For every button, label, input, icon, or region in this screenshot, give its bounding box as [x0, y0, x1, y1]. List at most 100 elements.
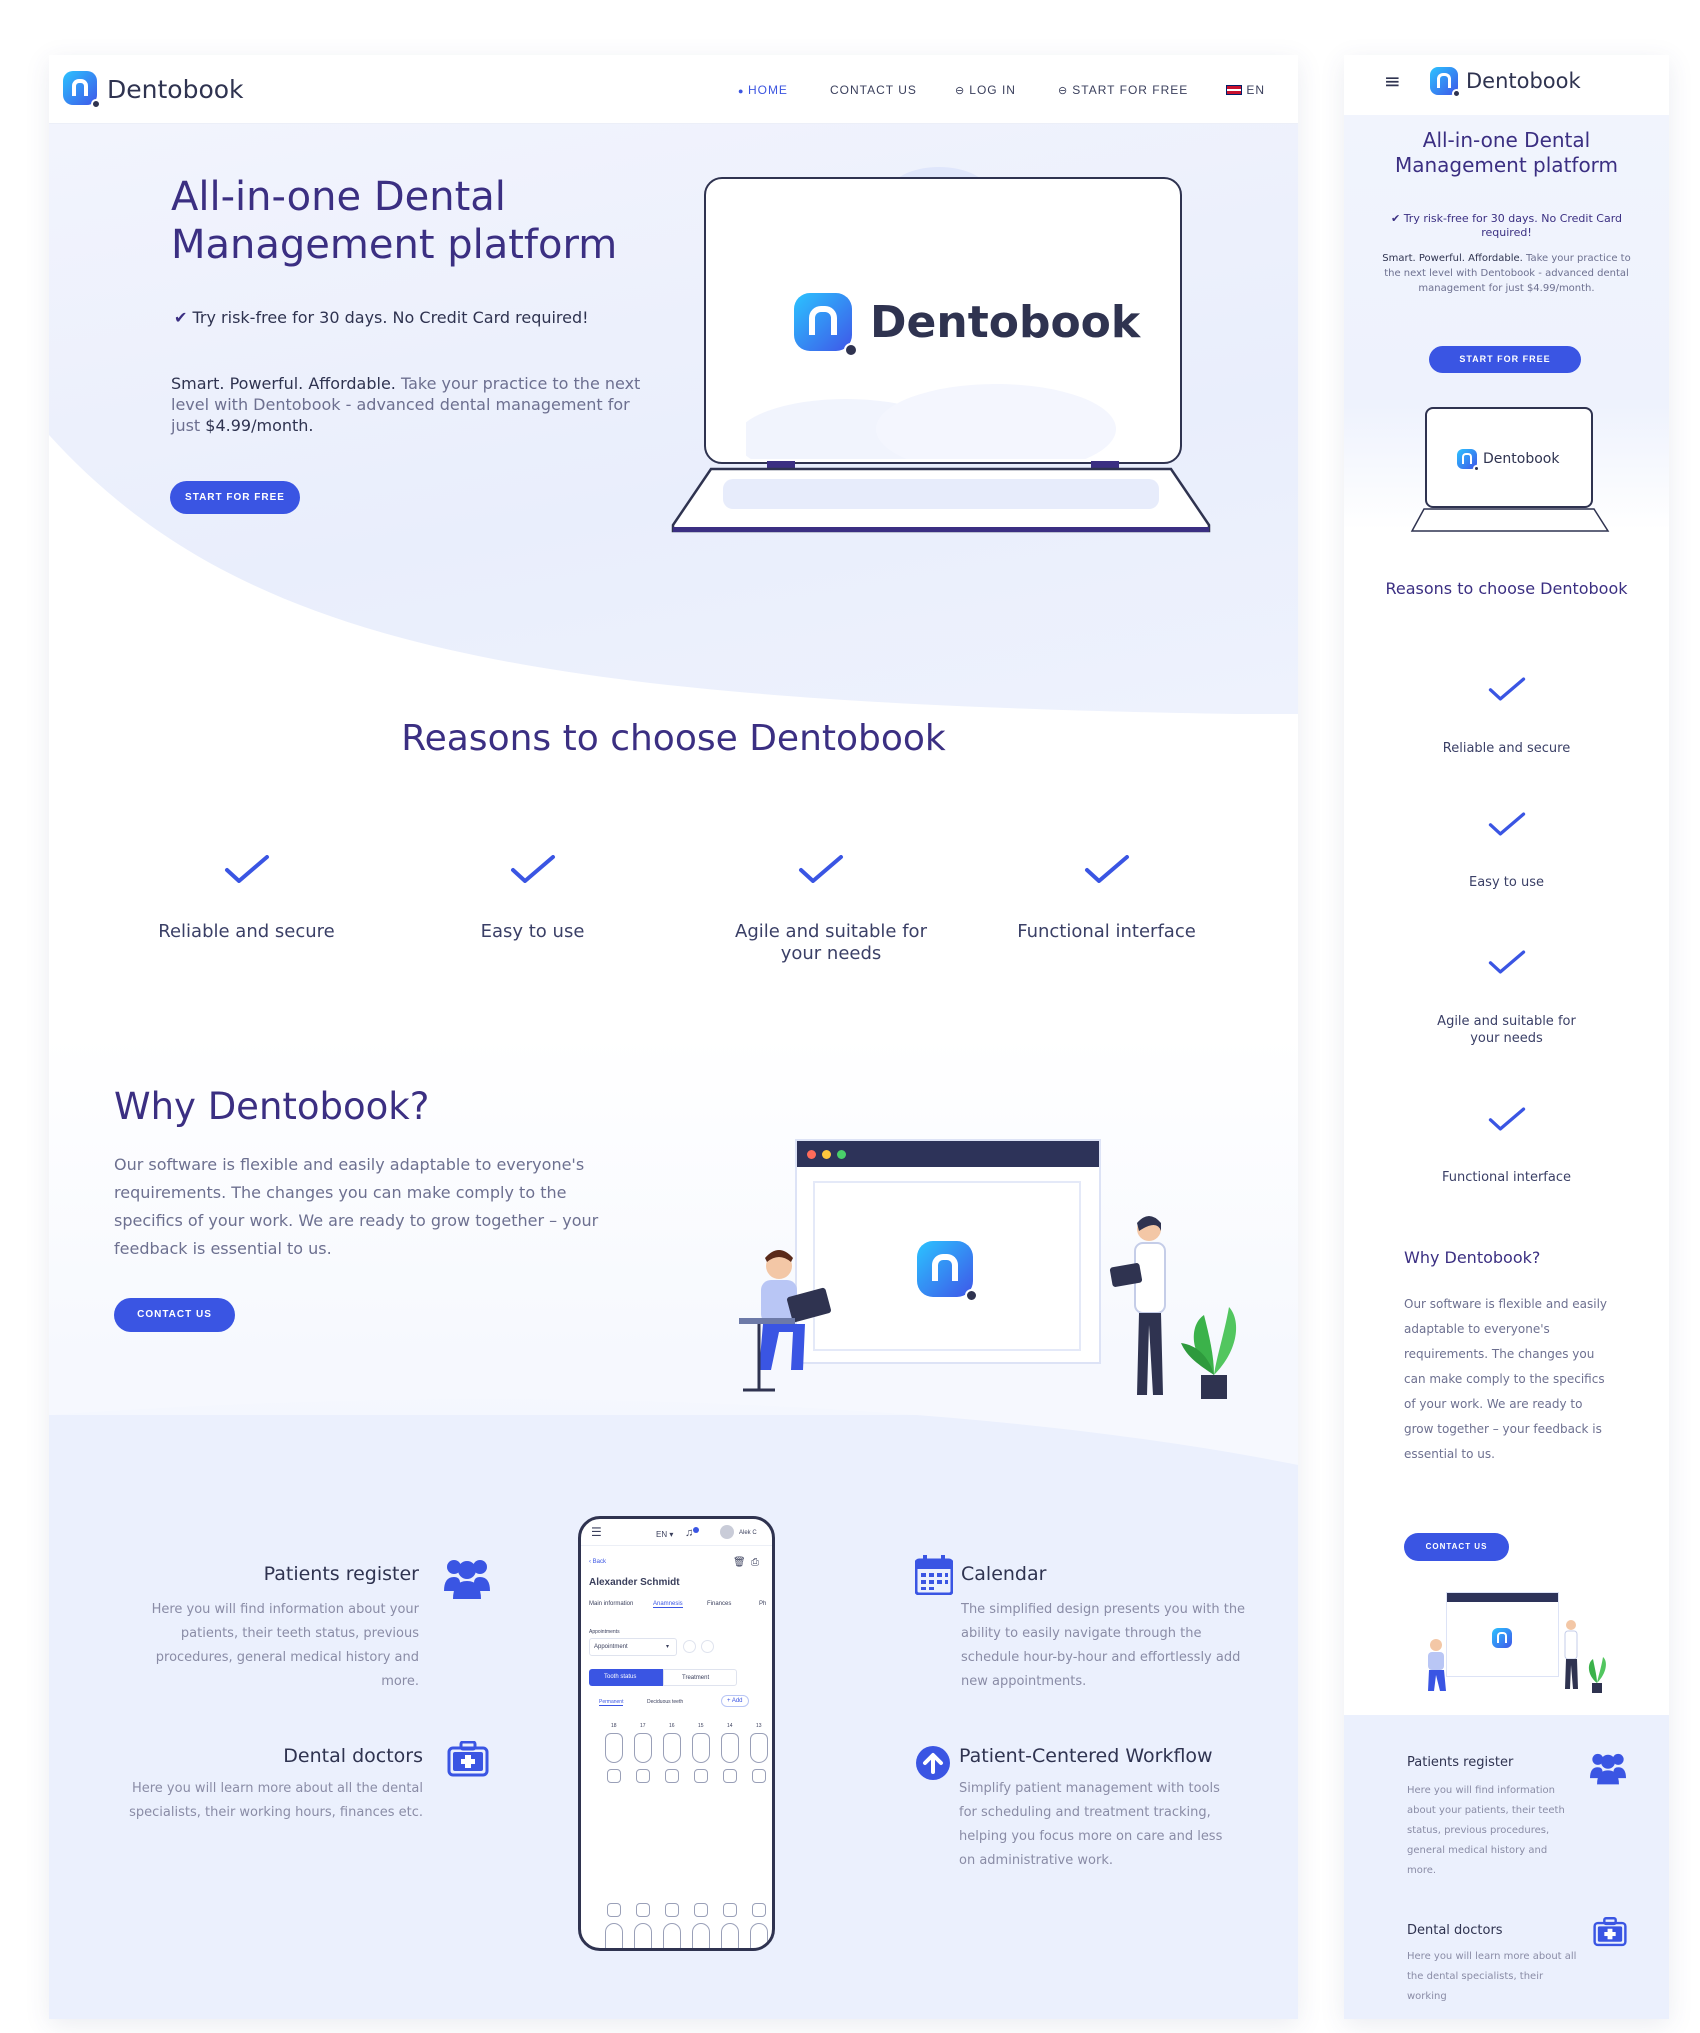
nav-home[interactable]: ● HOME [738, 83, 788, 97]
check-icon [1488, 677, 1526, 701]
phone-patient-name: Alexander Schmidt [589, 1577, 680, 1588]
mobile-laptop-screen: Dentobook [1425, 407, 1593, 508]
phone-avatar[interactable] [720, 1525, 734, 1539]
tooth-chart-tooth[interactable] [663, 1923, 681, 1948]
bullet-icon: ● [738, 86, 748, 96]
app-window-illustration [795, 1139, 1101, 1364]
mobile-logo-icon[interactable] [1430, 67, 1461, 98]
reason-agile: Agile and suitable for your needs [735, 921, 927, 964]
tooth-surface-cell[interactable] [752, 1769, 766, 1783]
check-icon [1488, 812, 1526, 836]
tooth-surface-cell[interactable] [636, 1769, 650, 1783]
check-icon [225, 855, 269, 883]
mobile-laptop-logo-icon [1457, 449, 1480, 472]
mobile-laptop-base [1410, 508, 1610, 532]
phone-segment-tooth-status[interactable]: Tooth status [589, 1669, 663, 1686]
why-contact-button[interactable]: CONTACT US [114, 1298, 235, 1332]
phone-tab-more[interactable]: Ph [759, 1601, 767, 1607]
tooth-chart-tooth[interactable] [605, 1733, 623, 1763]
tooth-chart-tooth[interactable] [634, 1923, 652, 1948]
tooth-number: 18 [611, 1723, 617, 1729]
risk-free-note: ✔ Try risk-free for 30 days. No Credit C… [174, 308, 589, 327]
workflow-title: Patient-Centered Workflow [959, 1745, 1213, 1767]
laptop-base [671, 467, 1211, 533]
mobile-why-body: Our software is flexible and easily adap… [1404, 1297, 1608, 1461]
tooth-surface-cell[interactable] [694, 1769, 708, 1783]
phone-tab-finances[interactable]: Finances [707, 1601, 732, 1607]
tooth-chart-tooth[interactable] [663, 1733, 681, 1763]
mobile-doctor-icon [1564, 1620, 1578, 1689]
person-with-laptop-icon [739, 1250, 832, 1392]
tooth-number: 16 [669, 1723, 675, 1729]
patients-register-body: Here you will find information about you… [151, 1602, 419, 1689]
phone-segment-treatment[interactable]: Treatment [663, 1669, 737, 1686]
phone-subtab-deciduous[interactable]: Deciduous teeth [647, 1699, 684, 1705]
phone-menu-icon[interactable]: ☰ [591, 1525, 602, 1539]
tooth-surface-cell[interactable] [636, 1903, 650, 1917]
phone-lang[interactable]: EN ▾ [656, 1530, 674, 1539]
mobile-contact-button[interactable]: CONTACT US [1404, 1533, 1509, 1561]
phone-bell-icon[interactable]: ♫ [685, 1527, 694, 1539]
phone-back-link[interactable]: ‹ Back [589, 1559, 607, 1565]
phone-edit-icon[interactable] [683, 1640, 696, 1653]
tooth-chart-tooth[interactable] [721, 1733, 739, 1763]
tooth-surface-cell[interactable] [723, 1903, 737, 1917]
check-icon [799, 855, 843, 883]
hamburger-menu-icon[interactable]: ≡ [1384, 69, 1401, 93]
tooth-surface-cell[interactable] [723, 1769, 737, 1783]
nav-contact-us[interactable]: CONTACT US [830, 83, 917, 97]
brand-name[interactable]: Dentobook [107, 75, 244, 104]
mobile-start-button[interactable]: START FOR FREE [1429, 346, 1581, 373]
tooth-surface-cell[interactable] [665, 1903, 679, 1917]
laptop-brand-name: Dentobook [870, 297, 1141, 348]
language-switch[interactable]: EN [1226, 83, 1265, 97]
window-max-dot [837, 1150, 846, 1159]
tooth-chart-tooth[interactable] [605, 1923, 623, 1948]
phone-tab-anamnesis[interactable]: Anamnesis [653, 1601, 683, 1608]
hero-lead: Smart. Powerful. Affordable. Take your p… [171, 374, 641, 435]
why-title: Why Dentobook? [114, 1085, 430, 1128]
tooth-chart-tooth[interactable] [692, 1923, 710, 1948]
mobile-brand-name[interactable]: Dentobook [1466, 69, 1581, 93]
phone-tab-main[interactable]: Main information [589, 1601, 634, 1607]
tooth-surface-cell[interactable] [665, 1769, 679, 1783]
mobile-reason-functional: Functional interface [1442, 1170, 1571, 1185]
users-icon [444, 1560, 490, 1599]
phone-print-icon[interactable]: ⎙ [751, 1557, 759, 1568]
tooth-chart-tooth[interactable] [750, 1923, 768, 1948]
hero-start-button[interactable]: START FOR FREE [170, 481, 300, 514]
phone-plus-icon[interactable] [701, 1640, 714, 1653]
tooth-surface-cell[interactable] [752, 1903, 766, 1917]
tooth-surface-cell[interactable] [607, 1903, 621, 1917]
calendar-icon [915, 1555, 953, 1595]
why-body: Our software is flexible and easily adap… [114, 1155, 599, 1258]
mobile-person-icon [1428, 1639, 1446, 1691]
phone-appointments-label: Appointments [589, 1629, 620, 1635]
tooth-number: 13 [756, 1723, 762, 1729]
mobile-doctors-title: Dental doctors [1407, 1923, 1503, 1938]
tooth-number: 17 [640, 1723, 646, 1729]
mobile-hero-lead: Smart. Powerful. Affordable. Take your p… [1382, 253, 1631, 294]
phone-subtab-permanent[interactable]: Permanent [599, 1699, 624, 1706]
phone-trash-icon[interactable]: 🗑 [733, 1557, 746, 1568]
mobile-plant-icon [1588, 1657, 1606, 1693]
reason-functional: Functional interface [1017, 921, 1196, 942]
desktop-page: Dentobook ● HOME CONTACT US ⊖ LOG IN ⊖ S… [49, 55, 1298, 2019]
phone-appointment-select[interactable]: Appointment ▾ [589, 1638, 677, 1656]
tooth-chart-tooth[interactable] [634, 1733, 652, 1763]
nav-start-for-free[interactable]: ⊖ START FOR FREE [1058, 83, 1189, 97]
reason-reliable: Reliable and secure [158, 921, 335, 942]
mobile-reason-agile: Agile and suitable for your needs [1437, 1014, 1576, 1046]
tooth-chart-tooth[interactable] [721, 1923, 739, 1948]
check-icon [1488, 1107, 1526, 1131]
plant-icon [1181, 1307, 1237, 1399]
dentobook-logo-icon[interactable] [63, 71, 101, 109]
tooth-chart-tooth[interactable] [750, 1733, 768, 1763]
tooth-surface-cell[interactable] [607, 1769, 621, 1783]
phone-add-button[interactable]: + Add [721, 1695, 749, 1707]
nav-log-in[interactable]: ⊖ LOG IN [955, 83, 1016, 97]
tooth-surface-cell[interactable] [694, 1903, 708, 1917]
laptop-hinge-left [767, 461, 795, 469]
mobile-nav: ≡ Dentobook [1344, 55, 1669, 115]
tooth-chart-tooth[interactable] [692, 1733, 710, 1763]
